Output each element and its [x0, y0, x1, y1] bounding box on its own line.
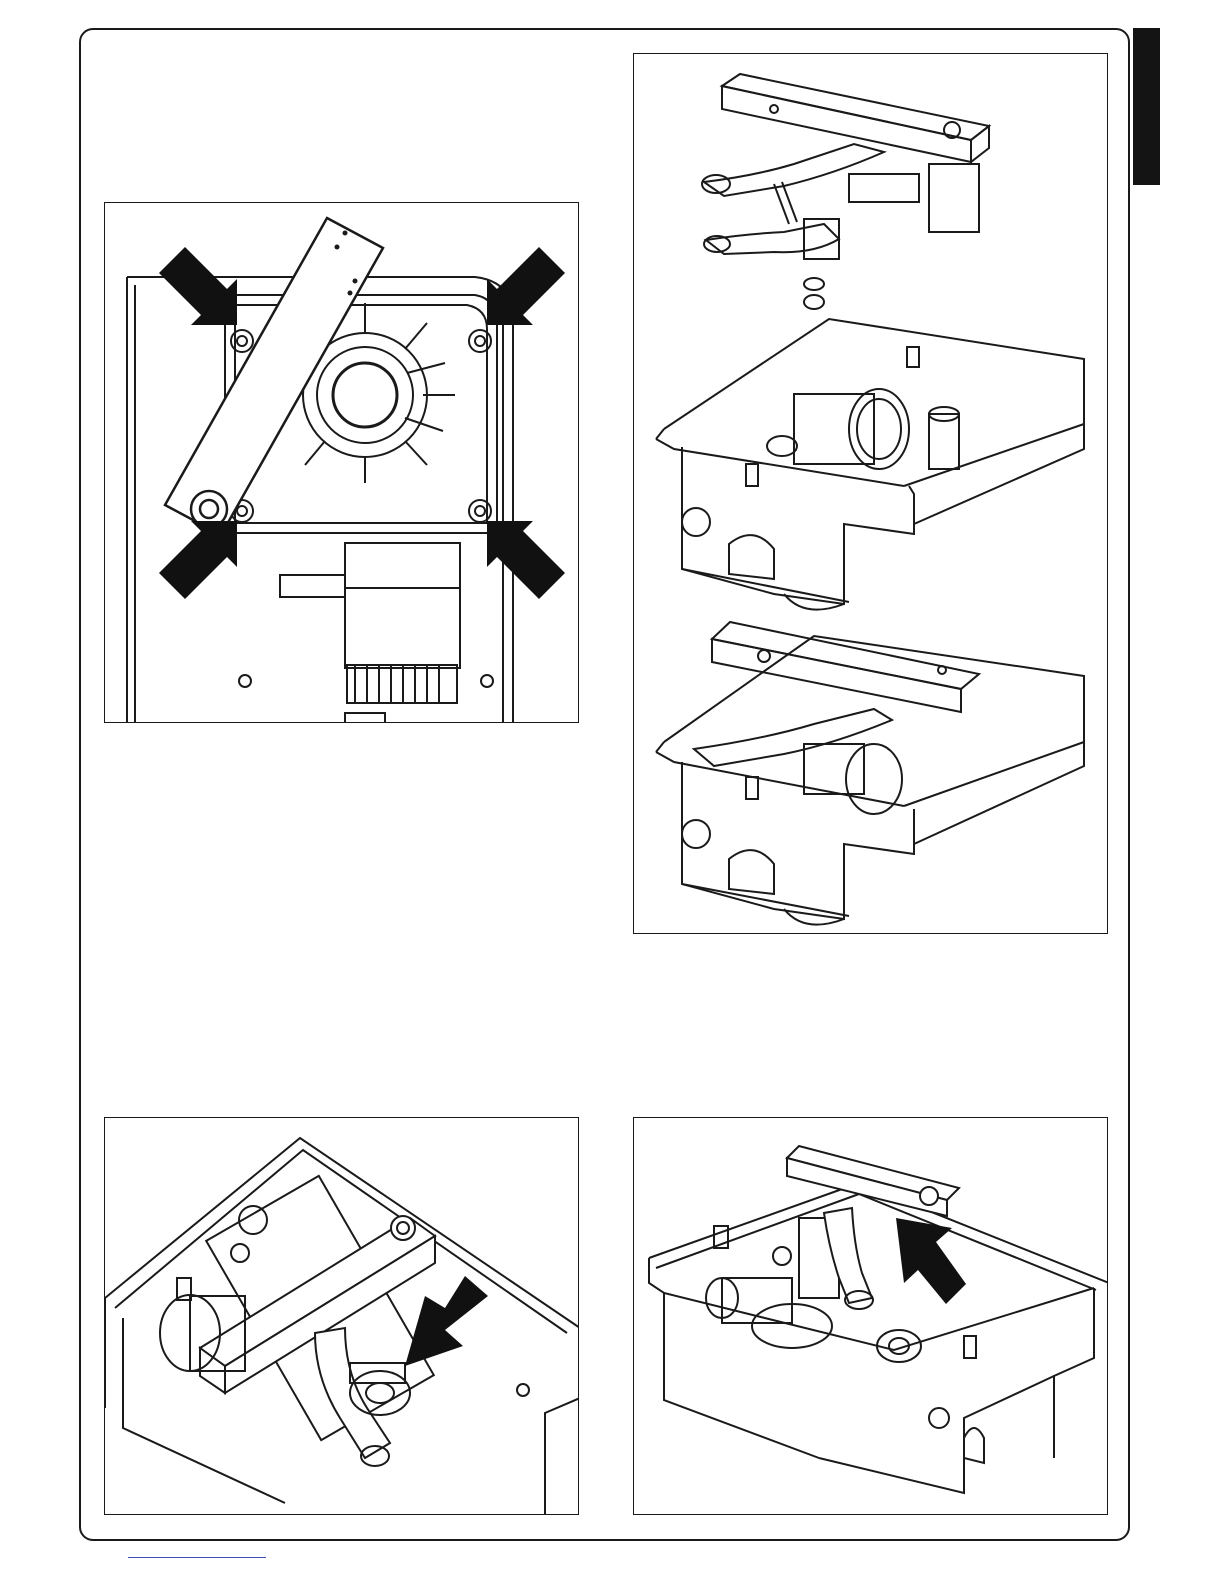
side-tab	[1133, 28, 1160, 185]
figure-top-view	[104, 202, 579, 723]
arrow-icon	[896, 1218, 966, 1304]
perspective-arrow-drawing	[105, 1118, 579, 1515]
bottom-rule	[128, 1557, 266, 1558]
arrow-icon	[405, 1276, 488, 1366]
arrow-icon	[159, 247, 237, 325]
perspective-arrow-2-drawing	[634, 1118, 1108, 1515]
exploded-assembly-drawing	[634, 54, 1108, 934]
arrow-icon	[487, 521, 565, 599]
top-view-drawing	[105, 203, 579, 723]
figure-perspective-arrow-2	[633, 1117, 1108, 1515]
arrow-icon	[159, 521, 237, 599]
figure-exploded-assembly	[633, 53, 1108, 934]
figure-perspective-arrow	[104, 1117, 579, 1515]
